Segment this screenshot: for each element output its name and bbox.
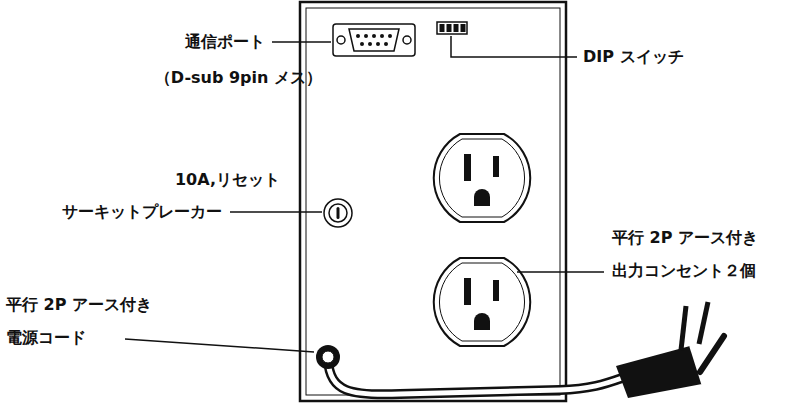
outlet-upper: [434, 134, 531, 222]
callout-label: （D-sub 9pin メス）: [155, 68, 322, 87]
callout-label: 通信ポート: [185, 32, 265, 51]
outlet-lower: [434, 258, 531, 346]
leader-line: [272, 41, 331, 43]
leader-line: [451, 36, 577, 57]
callout-label: 平行 2P アース付き: [6, 295, 152, 314]
housing-inner: [306, 8, 560, 395]
callout-label: 電源コード: [6, 328, 86, 347]
callout-label: 10A,リセット: [175, 170, 280, 189]
callout-label: 平行 2P アース付き: [612, 228, 758, 247]
callout-label: サーキットプレーカー: [62, 202, 222, 221]
housing-outer: [300, 2, 566, 401]
callout-label: DIP スイッチ: [583, 47, 684, 66]
leader-line: [125, 339, 314, 352]
circuit-breaker: [324, 199, 352, 227]
dsub-connector: [333, 24, 415, 56]
leader-line: [517, 271, 604, 273]
callout-label: 出力コンセント２個: [612, 261, 756, 280]
power-plug: [616, 302, 724, 398]
dip-switch: [437, 22, 467, 34]
leader-line: [230, 211, 322, 213]
power-cord: [316, 345, 622, 394]
